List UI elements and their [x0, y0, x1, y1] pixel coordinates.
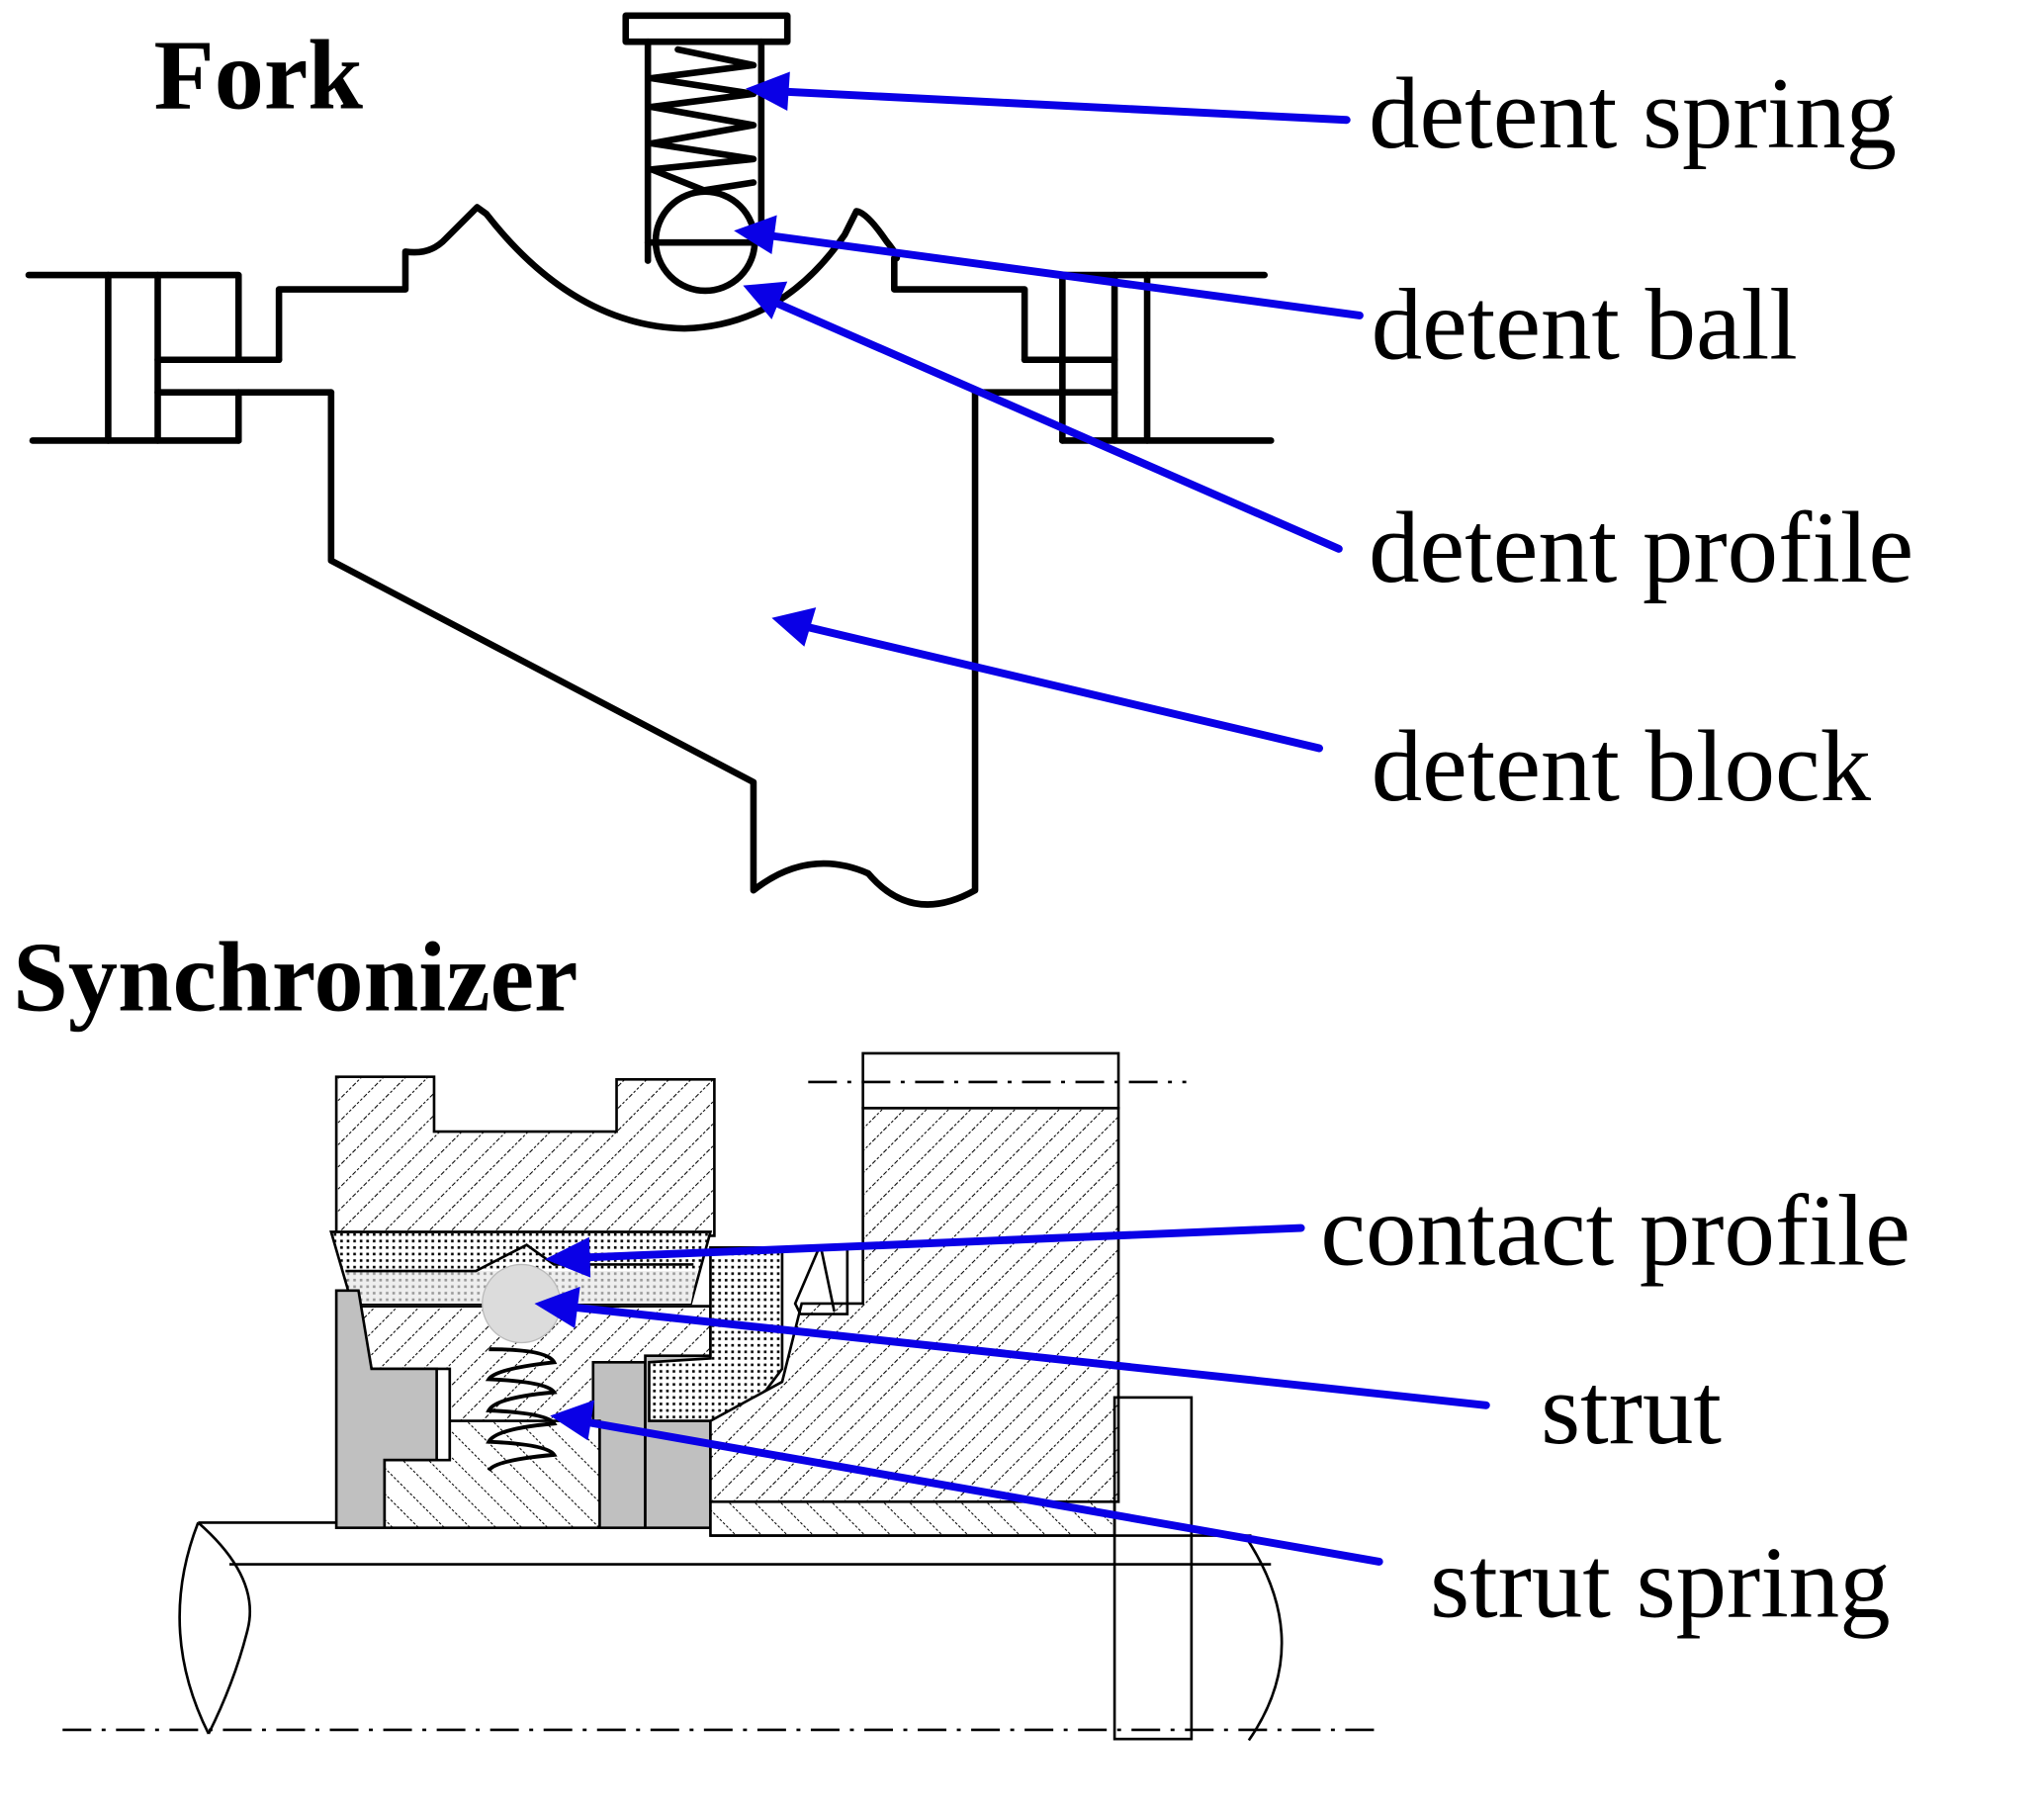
arrow-detent-ball: [734, 215, 1364, 319]
strut-spring: [485, 1347, 558, 1473]
label-detent-ball: detent ball: [1372, 268, 1798, 381]
label-strut-spring: strut spring: [1430, 1526, 1890, 1639]
shaft: [178, 1521, 1284, 1742]
synchronizer-drawing: [62, 1051, 1384, 1742]
fork-drawing: [25, 12, 1275, 908]
left-rail: [25, 271, 335, 444]
arrow-strut-spring: [550, 1400, 1383, 1566]
label-detent-block: detent block: [1372, 710, 1872, 823]
arrow-strut: [534, 1286, 1490, 1409]
arrow-detent-spring: [746, 71, 1351, 125]
label-contact-profile: contact profile: [1320, 1174, 1911, 1287]
label-detent-profile: detent profile: [1369, 492, 1913, 604]
detent-block-outline: [275, 204, 1028, 364]
detent-spring: [622, 12, 791, 264]
label-detent-spring: detent spring: [1369, 57, 1897, 170]
arrow-contact-profile: [545, 1223, 1305, 1278]
label-strut: strut: [1541, 1353, 1722, 1466]
arrow-detent-profile: [743, 281, 1343, 553]
arrow-detent-block: [771, 607, 1324, 753]
contact-profile: [345, 1243, 694, 1273]
synchronizer-title: Synchronizer: [13, 922, 578, 1032]
fork-title: Fork: [154, 20, 364, 130]
collar: [1112, 1396, 1194, 1741]
sleeve: [334, 1075, 716, 1237]
